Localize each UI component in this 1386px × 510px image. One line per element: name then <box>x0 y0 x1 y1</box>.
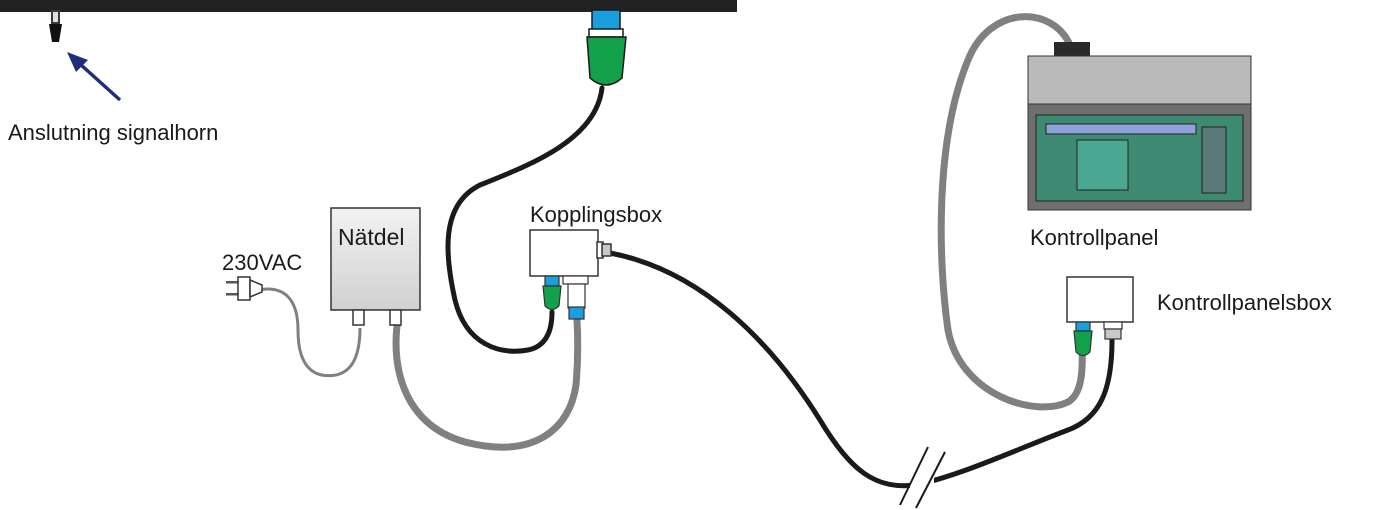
power-cable <box>392 316 582 451</box>
control-panel-box-gray-connector <box>1103 321 1123 340</box>
control-panel-box <box>1066 276 1134 323</box>
mains-label: 230VAC <box>222 250 302 275</box>
control-panel-top-connector <box>1054 42 1090 56</box>
control-panel-box-green-connector <box>1073 321 1093 357</box>
panel-cable <box>937 13 1086 411</box>
horn-connector <box>49 10 62 42</box>
horn-label: Anslutning signalhorn <box>8 120 218 145</box>
mains-cable <box>257 287 362 378</box>
device-cable <box>445 85 605 354</box>
power-supply-port-left <box>352 309 365 326</box>
control-panel-display-bar <box>1045 123 1197 135</box>
power-supply-label: Nätdel <box>338 224 404 250</box>
control-panel <box>1027 42 1252 211</box>
cable-break-icon <box>899 446 946 509</box>
long-cable <box>607 250 1115 489</box>
junction-box-label: Kopplingsbox <box>530 202 662 227</box>
power-supply-port-right <box>389 309 402 326</box>
control-panel-side-strip <box>1201 126 1227 194</box>
control-panel-label: Kontrollpanel <box>1030 225 1158 250</box>
device-connector <box>586 9 627 86</box>
control-panel-window <box>1076 139 1129 191</box>
device-housing <box>0 0 737 12</box>
junction-box-green-connector <box>542 275 562 311</box>
mains-plug-icon <box>226 276 263 301</box>
control-panel-top <box>1027 55 1252 105</box>
junction-box-white-connector <box>562 275 589 320</box>
junction-box <box>529 229 599 277</box>
arrow-icon <box>67 52 122 102</box>
junction-box-side-gland <box>596 241 612 259</box>
power-supply-box <box>330 207 421 311</box>
control-panel-box-label: Kontrollpanelsbox <box>1157 290 1332 315</box>
